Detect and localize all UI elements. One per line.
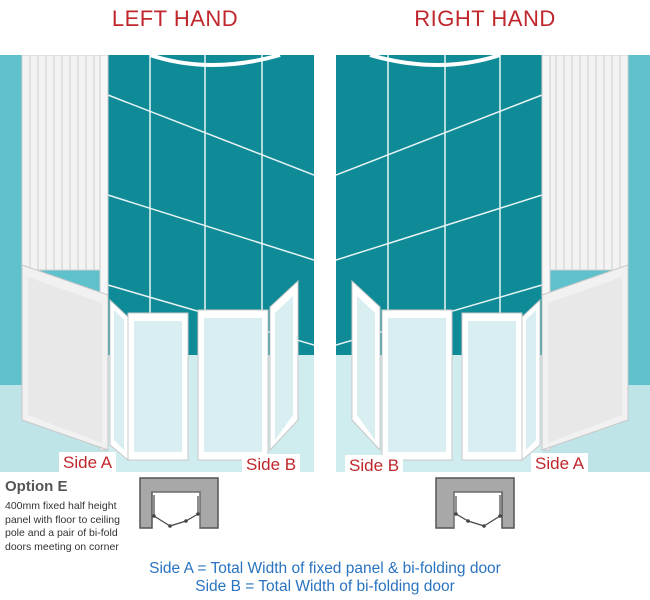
left-side-a-label: Side A — [59, 452, 117, 472]
left-bifold-doors — [109, 279, 299, 462]
option-description: 400mm fixed half height panel with floor… — [5, 500, 120, 553]
left-hand-title: LEFT HAND — [111, 6, 239, 31]
right-side-a-label: Side A — [531, 453, 589, 473]
option-title: Option E — [5, 478, 68, 495]
left-side-b-label: Side B — [242, 454, 301, 474]
left-hand-shower-illustration — [0, 55, 314, 472]
pole-and-fixed-panel — [21, 55, 109, 451]
right-hand-shower-illustration — [336, 55, 650, 472]
left-plan-diagram — [139, 477, 219, 529]
footer-side-b-definition: Side B = Total Width of bi-folding door — [195, 578, 455, 595]
right-side-b-label: Side B — [345, 455, 404, 475]
footer-side-a-definition: Side A = Total Width of fixed panel & bi… — [149, 560, 501, 577]
right-plan-diagram — [435, 477, 515, 529]
right-hand-title: RIGHT HAND — [414, 6, 556, 31]
